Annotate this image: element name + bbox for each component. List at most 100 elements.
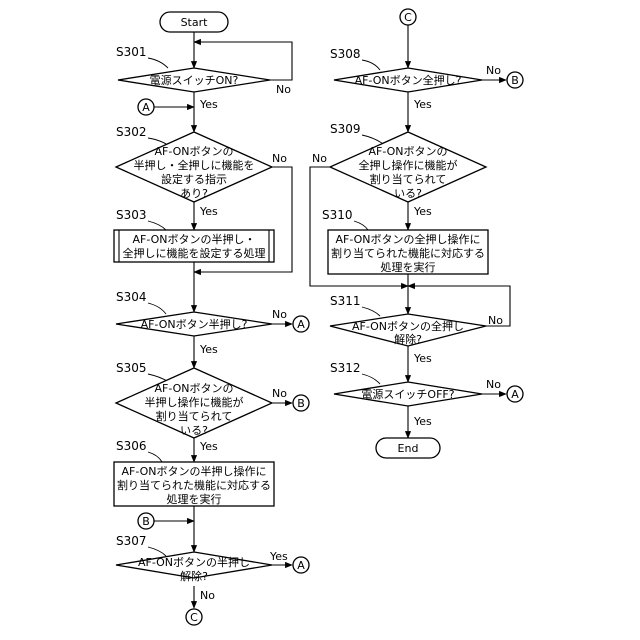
s305-yes-label: Yes [199, 440, 218, 453]
s305-decision: AF-ONボタンの 半押し操作に機能が 割り当てられて いる? [116, 368, 272, 438]
s308-leader [362, 60, 380, 70]
s302-yes-label: Yes [199, 205, 218, 218]
connector-b-out-right-text: B [511, 74, 519, 87]
s303-process: AF-ONボタンの半押し・ 全押しに機能を設定する処理 [114, 230, 274, 262]
connector-c-out-text: C [190, 611, 198, 624]
s303-leader [148, 221, 166, 230]
s302-text-1: AF-ONボタンの [154, 145, 233, 158]
connector-a-out-2: A [293, 557, 309, 573]
connector-a-in-text: A [142, 101, 150, 114]
s306-text-3: 処理を実行 [167, 492, 222, 506]
s301-leader [148, 58, 168, 68]
s301-step-label: S301 [116, 45, 147, 59]
s312-no-label: No [486, 378, 501, 391]
s309-yes-label: Yes [413, 205, 432, 218]
s304-text: AF-ONボタン半押し? [141, 317, 248, 331]
s306-process: AF-ONボタンの半押し操作に 割り当てられた機能に対応する 処理を実行 [114, 462, 274, 506]
s307-step-label: S307 [116, 534, 147, 548]
s307-text-1: AF-ONボタンの半押し [138, 555, 250, 569]
s311-text-2: 解除? [394, 332, 422, 346]
s309-text-2: 全押し操作に機能が [359, 158, 458, 172]
s304-yes-label: Yes [199, 343, 218, 356]
s306-step-label: S306 [116, 439, 147, 453]
s305-text-3: 割り当てられて [156, 409, 233, 423]
s303-text-2: 全押しに機能を設定する処理 [123, 246, 266, 260]
s301-text: 電源スイッチON? [150, 73, 239, 87]
connector-c-in: C [400, 9, 416, 25]
s305-text-1: AF-ONボタンの [154, 382, 233, 395]
connector-b-in-text: B [142, 515, 150, 528]
s306-text-2: 割り当てられた機能に対応する [117, 478, 271, 492]
s312-leader [362, 374, 380, 384]
s308-yes-label: Yes [413, 98, 432, 111]
s312-text: 電源スイッチOFF? [361, 387, 454, 401]
s307-decision: AF-ONボタンの半押し 解除? [116, 552, 272, 583]
connector-a-out-right-text: A [511, 388, 519, 401]
s311-decision: AF-ONボタンの全押し 解除? [330, 314, 486, 346]
start-terminal: Start [160, 12, 228, 32]
s302-text-3: 設定する指示 [161, 172, 227, 186]
s307-text-2: 解除? [180, 569, 208, 583]
s312-decision: 電源スイッチOFF? [334, 382, 482, 406]
s304-decision: AF-ONボタン半押し? [116, 312, 272, 336]
s310-leader [354, 221, 368, 230]
s302-decision: AF-ONボタンの 半押し・全押しに機能を 設定する指示 あり? [116, 132, 272, 202]
s304-leader [148, 303, 166, 314]
s311-step-label: S311 [330, 294, 361, 308]
s302-no-label: No [272, 152, 287, 165]
connector-a-out-right: A [507, 386, 523, 402]
s302-text-4: あり? [180, 187, 208, 200]
s301-yes-label: Yes [199, 98, 218, 111]
connector-b-in: B [138, 513, 154, 529]
s308-step-label: S308 [330, 47, 361, 61]
connector-b-out-text: B [297, 397, 305, 410]
end-text: End [398, 442, 419, 455]
s306-leader [148, 452, 162, 462]
s311-yes-label: Yes [413, 352, 432, 365]
connector-c-in-text: C [404, 11, 412, 24]
s303-text-1: AF-ONボタンの半押し・ [132, 232, 255, 246]
s309-text-3: 割り当てられて [370, 172, 447, 186]
s310-text-1: AF-ONボタンの全押し操作に [335, 232, 480, 246]
s305-text-2: 半押し操作に機能が [145, 395, 244, 409]
s312-step-label: S312 [330, 361, 361, 375]
s309-text-1: AF-ONボタンの [368, 145, 447, 158]
s309-decision: AF-ONボタンの 全押し操作に機能が 割り当てられて いる? [330, 132, 486, 202]
s309-step-label: S309 [330, 122, 361, 136]
s307-no-label: No [200, 589, 215, 602]
connector-c-out: C [186, 609, 202, 625]
s310-text-3: 処理を実行 [381, 260, 436, 274]
s302-step-label: S302 [116, 125, 147, 139]
s303-step-label: S303 [116, 208, 147, 222]
connector-a-out-1-text: A [297, 318, 305, 331]
s310-process: AF-ONボタンの全押し操作に 割り当てられた機能に対応する 処理を実行 [328, 230, 488, 274]
s309-no-label: No [312, 152, 327, 165]
s308-no-label: No [486, 64, 501, 77]
s304-step-label: S304 [116, 290, 147, 304]
s311-leader [362, 307, 380, 316]
connector-b-out: B [293, 395, 309, 411]
s304-no-label: No [272, 308, 287, 321]
s311-text-1: AF-ONボタンの全押し [352, 319, 464, 333]
s302-text-2: 半押し・全押しに機能を [134, 158, 255, 172]
s307-yes-label: Yes [269, 550, 288, 563]
s301-no-label: No [276, 83, 291, 96]
s310-step-label: S310 [322, 208, 353, 222]
s310-text-2: 割り当てられた機能に対応する [331, 246, 485, 260]
start-text: Start [181, 16, 209, 29]
s311-no-label: No [488, 314, 503, 327]
s307-leader [148, 547, 166, 556]
s308-decision: AF-ONボタン全押し? [334, 68, 482, 92]
s306-text-1: AF-ONボタンの半押し操作に [121, 464, 266, 478]
s301-decision: 電源スイッチON? [118, 68, 270, 92]
s308-text: AF-ONボタン全押し? [355, 73, 462, 87]
s305-no-label: No [272, 387, 287, 400]
connector-a-in: A [138, 99, 154, 115]
end-terminal: End [376, 438, 440, 458]
s305-text-4: いる? [180, 424, 208, 437]
connector-b-out-right: B [507, 72, 523, 88]
s309-text-4: いる? [394, 187, 422, 200]
connector-a-out-1: A [293, 316, 309, 332]
connector-a-out-2-text: A [297, 559, 305, 572]
